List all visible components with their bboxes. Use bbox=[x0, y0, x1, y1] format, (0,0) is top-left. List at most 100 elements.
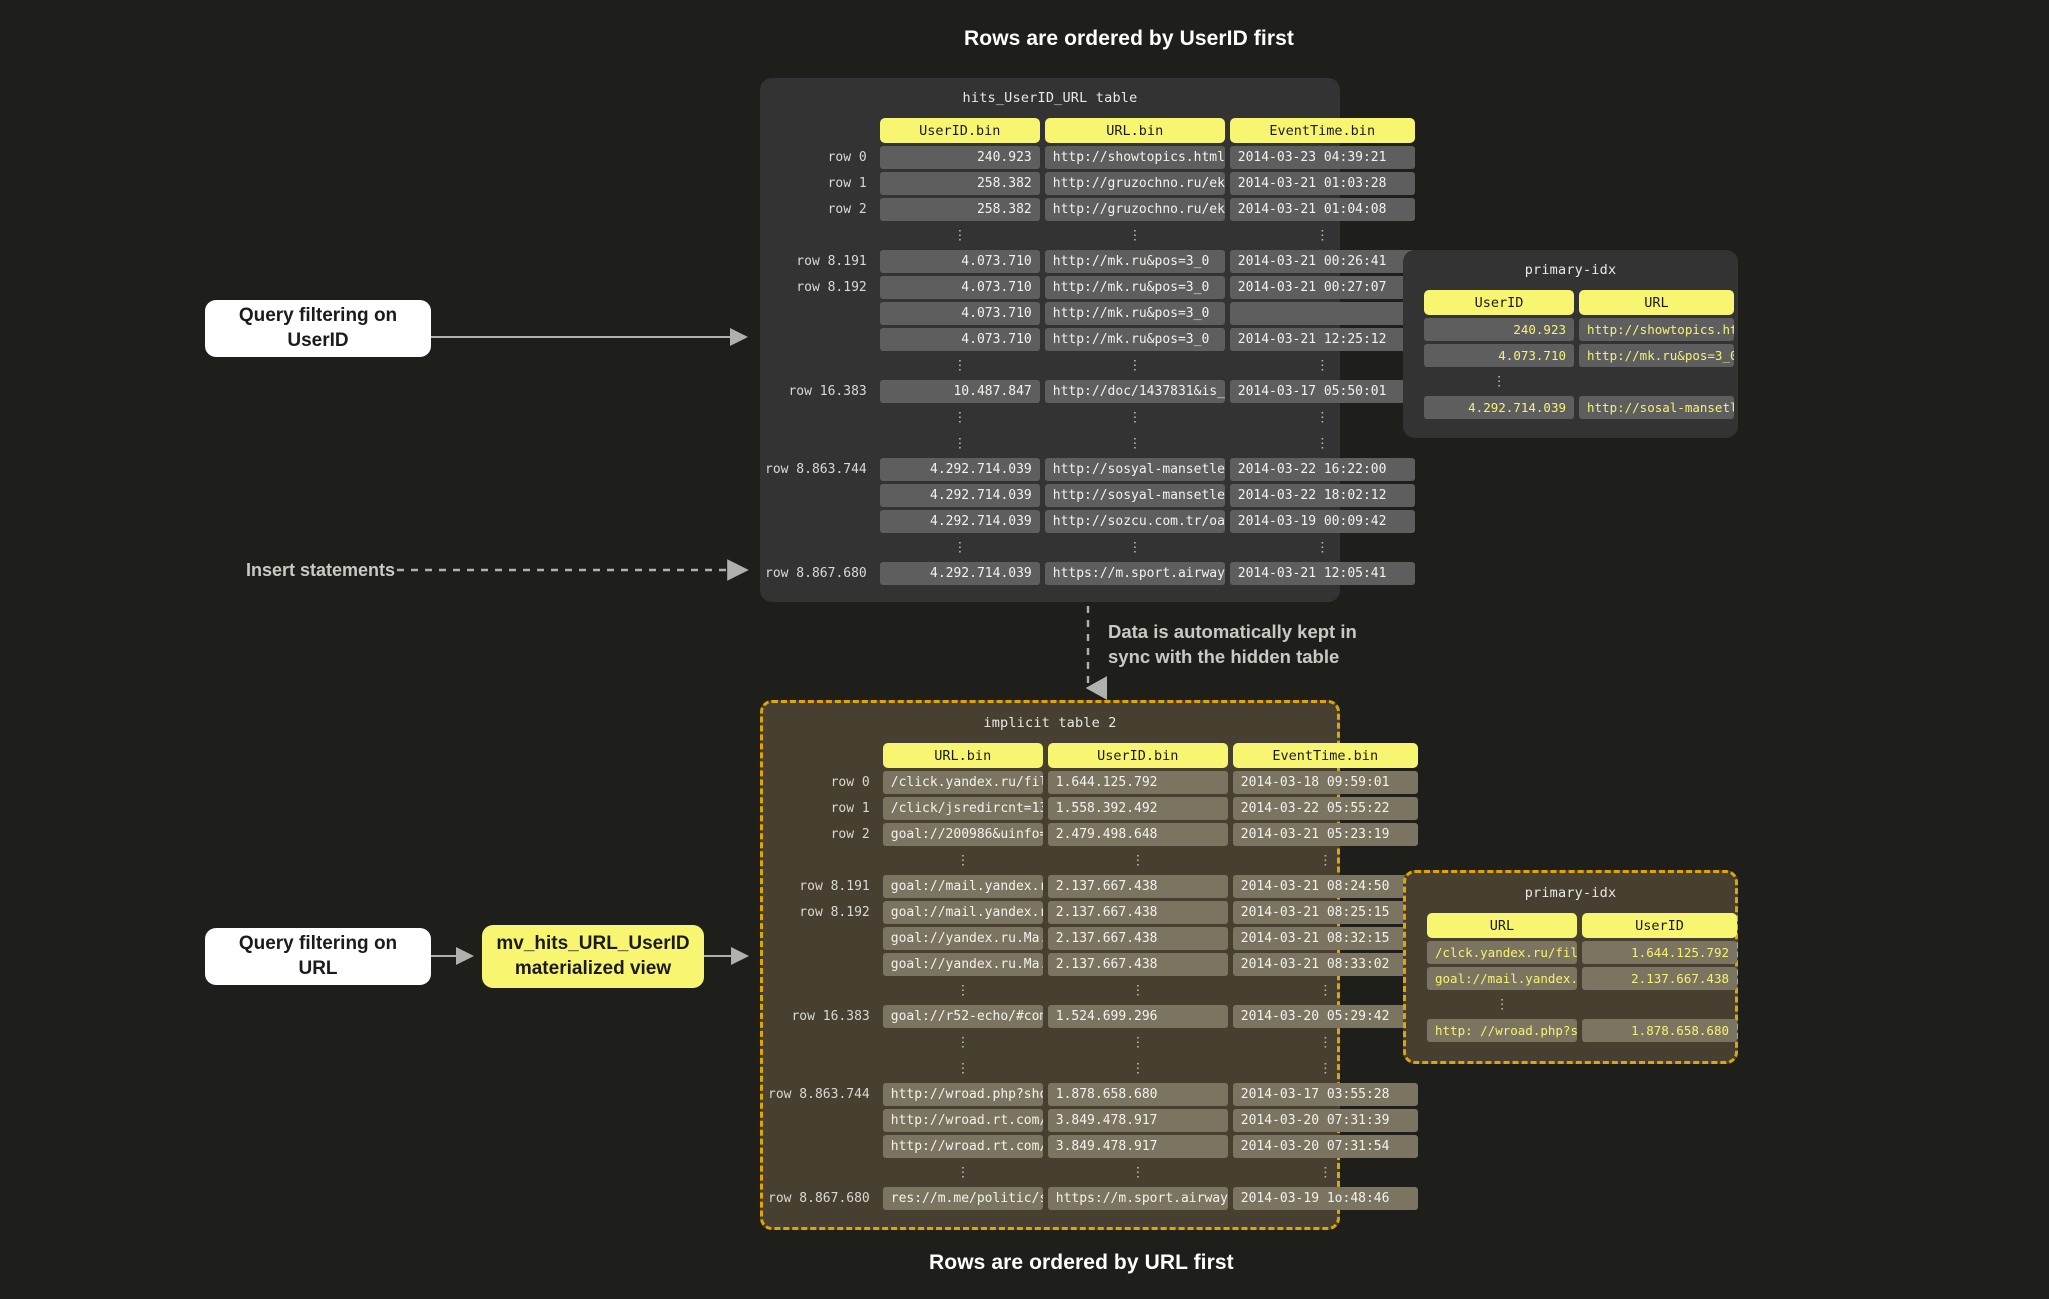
row-label: row 16.383 bbox=[788, 384, 867, 399]
ellipsis-marker: ⋮ bbox=[1317, 982, 1333, 998]
ellipsis-marker: ⋮ bbox=[1317, 1034, 1333, 1050]
row-label: row 2 bbox=[830, 827, 870, 842]
table-cell: 4.292.714.039 bbox=[879, 510, 1040, 533]
table-ellipsis-row: ⋮⋮⋮ bbox=[768, 1057, 1418, 1080]
table-cell: 2014-03-22 18:02:12 bbox=[1229, 484, 1415, 507]
table-cell: 2014-03-20 07:31:54 bbox=[1232, 1135, 1418, 1158]
table-cell: 2014-03-21 08:33:02 bbox=[1232, 953, 1418, 976]
table-row: http://wroad.rt.com/tr/...3.849.478.9172… bbox=[768, 1109, 1418, 1132]
table-cell: http://sosyal-mansetleri... bbox=[1044, 484, 1225, 507]
idx-row: /clck.yandex.ru/file.com...1.644.125.792 bbox=[1427, 941, 1737, 964]
table-cell: http://wroad.rt.com/tr/... bbox=[882, 1109, 1043, 1132]
idx-cell: goal://mail.yandex.ru/Ma... bbox=[1427, 967, 1577, 990]
ellipsis-marker: ⋮ bbox=[1130, 1060, 1146, 1076]
table-row: 4.292.714.039http://sosyal-mansetleri...… bbox=[765, 484, 1415, 507]
row-label-spacer bbox=[765, 118, 875, 143]
table-cell: 2014-03-21 00:27:07 bbox=[1229, 276, 1415, 299]
callout-query-filtering-userid[interactable]: Query filtering on UserID bbox=[205, 300, 431, 357]
ellipsis-marker: ⋮ bbox=[1130, 1164, 1146, 1180]
callout-query-filtering-url[interactable]: Query filtering on URL bbox=[205, 928, 431, 985]
table-cell bbox=[1229, 302, 1415, 325]
row-label bbox=[768, 1135, 878, 1158]
table-cell: http://mk.ru&pos=3_0 bbox=[1044, 250, 1225, 273]
table-cell: http://sozcu.com.tr/oaut bbox=[1044, 510, 1225, 533]
row-label: row 0 bbox=[827, 150, 867, 165]
table-cell: 4.073.710 bbox=[879, 276, 1040, 299]
column-header-eventtime-bin[interactable]: EventTime.bin bbox=[1232, 743, 1418, 768]
ellipsis-marker: ⋮ bbox=[1127, 435, 1143, 451]
table-cell: 2014-03-17 05:50:01 bbox=[1229, 380, 1415, 403]
idx-row: 240.923http://showtopics.html%3... bbox=[1424, 318, 1734, 341]
column-header-userid-bin[interactable]: UserID.bin bbox=[879, 118, 1040, 143]
table-row: row 8.192goal://mail.yandex.ru/Ma...2.13… bbox=[768, 901, 1418, 924]
row-label: row 0 bbox=[830, 775, 870, 790]
column-header-eventtime-bin[interactable]: EventTime.bin bbox=[1229, 118, 1415, 143]
ellipsis-marker: ⋮ bbox=[952, 357, 968, 373]
table-cell: 258.382 bbox=[879, 198, 1040, 221]
table-row: row 1258.382http://gruzochno.ru/ekat...2… bbox=[765, 172, 1415, 195]
table-cell: 2014-03-21 08:24:50 bbox=[1232, 875, 1418, 898]
column-header-url-bin[interactable]: URL.bin bbox=[882, 743, 1043, 768]
table-ellipsis-row: ⋮⋮⋮ bbox=[765, 354, 1415, 377]
idx-ellipsis-row: ⋮ bbox=[1424, 370, 1734, 393]
ellipsis-marker: ⋮ bbox=[1314, 357, 1330, 373]
idx-column-header-userid[interactable]: UserID bbox=[1424, 290, 1574, 315]
column-header-url-bin[interactable]: URL.bin bbox=[1044, 118, 1225, 143]
ellipsis-marker: ⋮ bbox=[1317, 852, 1333, 868]
table-cell: http://mk.ru&pos=3_0 bbox=[1044, 302, 1225, 325]
ellipsis-marker: ⋮ bbox=[1314, 409, 1330, 425]
idx-column-header-userid[interactable]: UserID bbox=[1582, 913, 1737, 938]
idx-cell: 2.137.667.438 bbox=[1582, 967, 1737, 990]
table-ellipsis-row: ⋮⋮⋮ bbox=[765, 406, 1415, 429]
row-label bbox=[768, 953, 878, 976]
ellipsis-marker: ⋮ bbox=[1130, 1034, 1146, 1050]
table-ellipsis-row: ⋮⋮⋮ bbox=[768, 1161, 1418, 1184]
table-cell: 2014-03-21 12:05:41 bbox=[1229, 562, 1415, 585]
ellipsis-spacer bbox=[1582, 993, 1737, 1016]
table-row: goal://yandex.ru.Ma...2.137.667.4382014-… bbox=[768, 953, 1418, 976]
table-cell: http://gruzochno.ru/ekat... bbox=[1044, 198, 1225, 221]
column-header-userid-bin[interactable]: UserID.bin bbox=[1047, 743, 1228, 768]
table-cell: 10.487.847 bbox=[879, 380, 1040, 403]
table-row: row 0240.923http://showtopics.html%3...2… bbox=[765, 146, 1415, 169]
table-ellipsis-row: ⋮⋮⋮ bbox=[765, 536, 1415, 559]
idx-column-header-url[interactable]: URL bbox=[1579, 290, 1734, 315]
ellipsis-marker: ⋮ bbox=[955, 982, 971, 998]
idx-column-header-url[interactable]: URL bbox=[1427, 913, 1577, 938]
table-cell: goal://mail.yandex.ru/Ma... bbox=[882, 901, 1043, 924]
row-label: row 16.383 bbox=[791, 1009, 870, 1024]
callout-materialized-view[interactable]: mv_hits_URL_UserID materialized view bbox=[482, 925, 704, 988]
idx-cell: /clck.yandex.ru/file.com... bbox=[1427, 941, 1577, 964]
table-cell: http://showtopics.html%3... bbox=[1044, 146, 1225, 169]
idx-cell: 4.292.714.039 bbox=[1424, 396, 1574, 419]
idx-table-bottom: URLUserID/clck.yandex.ru/file.com...1.64… bbox=[1422, 910, 1742, 1045]
table-row: row 0/click.yandex.ru/file.co ...1.644.1… bbox=[768, 771, 1418, 794]
table-cell: 4.292.714.039 bbox=[879, 484, 1040, 507]
ellipsis-marker: ⋮ bbox=[1491, 373, 1507, 389]
row-label bbox=[765, 328, 875, 351]
table-row: row 1/click/jsredircnt=1395412...1.558.3… bbox=[768, 797, 1418, 820]
table-cell: http://sosyal-mansetleri... bbox=[1044, 458, 1225, 481]
table-cell: 4.292.714.039 bbox=[879, 458, 1040, 481]
idx-row: http: //wroad.php?show/7...1.878.658.680 bbox=[1427, 1019, 1737, 1042]
ellipsis-marker: ⋮ bbox=[1130, 982, 1146, 998]
table-cell: 240.923 bbox=[879, 146, 1040, 169]
table-cell: 258.382 bbox=[879, 172, 1040, 195]
table-cell: 2.137.667.438 bbox=[1047, 953, 1228, 976]
row-label bbox=[768, 1057, 878, 1080]
table-row: row 16.383goal://r52-echo/#compose...1.5… bbox=[768, 1005, 1418, 1028]
table-title: hits_UserID_URL table bbox=[962, 90, 1138, 106]
idx-cell: 1.644.125.792 bbox=[1582, 941, 1737, 964]
table-cell: 1.558.392.492 bbox=[1047, 797, 1228, 820]
table-ellipsis-row: ⋮⋮⋮ bbox=[765, 224, 1415, 247]
table-cell: goal://200986&uinfo=wn-1... bbox=[882, 823, 1043, 846]
ellipsis-marker: ⋮ bbox=[952, 227, 968, 243]
